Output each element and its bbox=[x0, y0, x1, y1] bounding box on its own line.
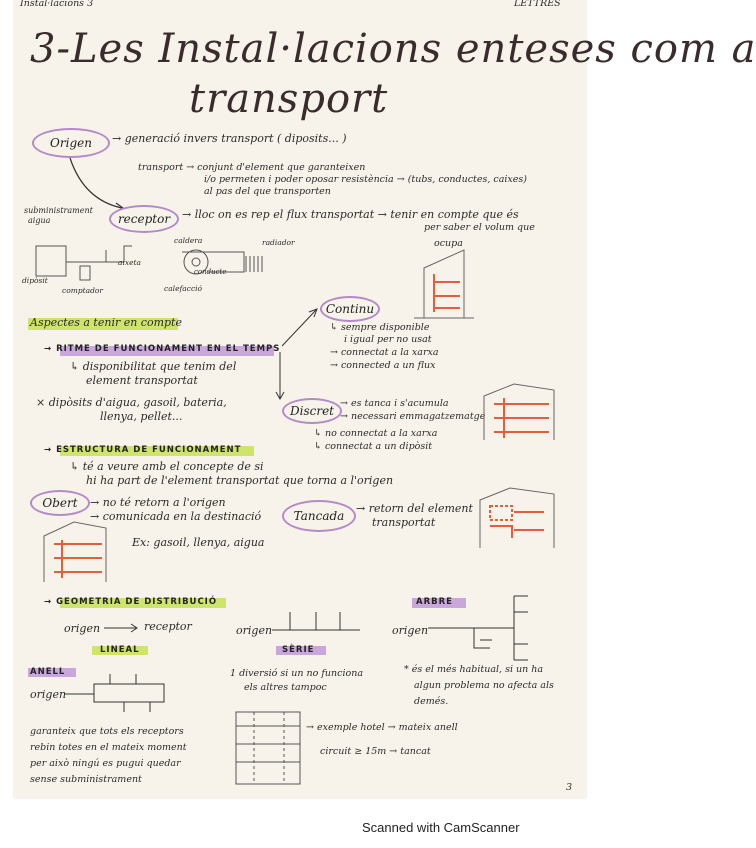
arbre-text-3: demés. bbox=[414, 696, 449, 707]
continu-line-1: ↳ sempre disponible bbox=[330, 322, 430, 333]
estructura-line-2: hi ha part de l'element transportat que … bbox=[86, 474, 394, 487]
anell-text-1: garanteix que tots els receptors bbox=[30, 726, 184, 737]
page-title-line-2: transport bbox=[189, 76, 389, 122]
lineal-origen: origen bbox=[64, 622, 101, 635]
receptor-text-2: per saber el volum que bbox=[424, 222, 535, 233]
aigua-label: aigua bbox=[28, 216, 51, 225]
arbre-highlight bbox=[412, 598, 466, 608]
discret-line-2: → necessari emmagatzematge bbox=[340, 411, 486, 422]
ritme-line-3: × dipòsits d'aigua, gasoil, bateria, bbox=[36, 396, 227, 409]
obert-line-2: → comunicada en la destinació bbox=[90, 510, 262, 523]
arbre-text-1: * és el més habitual, si un ha bbox=[404, 664, 544, 675]
geometria-highlight bbox=[60, 598, 226, 608]
serie-text-2: els altres tampoc bbox=[244, 682, 327, 693]
arbre-text-2: algun problema no afecta als bbox=[414, 680, 554, 691]
header-right: LETTRES bbox=[514, 0, 561, 9]
lineal-label: LINEAL bbox=[100, 645, 140, 655]
ritme-highlight bbox=[60, 346, 274, 356]
serie-diagram bbox=[272, 612, 360, 631]
serie-label: SÈRIE bbox=[282, 645, 315, 655]
arbre-label: ARBRE bbox=[416, 597, 453, 607]
obert-oval: Obert bbox=[30, 490, 90, 516]
discret-line-4: ↳ connectat a un dipòsit bbox=[314, 441, 433, 452]
building-stack-sketch bbox=[235, 711, 301, 785]
tancat-line-2: transportat bbox=[372, 516, 436, 529]
origen-label: Origen bbox=[50, 136, 92, 150]
page-number: 3 bbox=[566, 782, 573, 793]
ritme-line-2: element transportat bbox=[86, 374, 198, 387]
continu-line-2: i igual per no usat bbox=[344, 334, 432, 345]
geometria-heading: → GEOMETRIA DE DISTRIBUCIÓ bbox=[44, 597, 218, 607]
estructura-line-1: ↳ té a veure amb el concepte de si bbox=[70, 460, 264, 473]
estructura-highlight bbox=[60, 446, 254, 456]
serie-origen: origen bbox=[236, 624, 273, 637]
header-left: Instal·lacions 3 bbox=[20, 0, 94, 9]
anell-label: ANELL bbox=[30, 667, 66, 677]
aspectes-highlight bbox=[28, 318, 178, 330]
conducte-label: conducte bbox=[194, 268, 227, 276]
continu-oval: Continu bbox=[320, 296, 380, 322]
discret-label: Discret bbox=[290, 404, 334, 418]
obert-example: Ex: gasoil, llenya, aigua bbox=[132, 536, 265, 549]
heating-sketch bbox=[182, 249, 263, 275]
anell-diagram bbox=[64, 674, 165, 712]
arbre-origen: origen bbox=[392, 624, 429, 637]
radiador-label: radiador bbox=[262, 238, 295, 247]
continu-label: Continu bbox=[325, 302, 375, 316]
receptor-text-3: ocupa bbox=[434, 238, 463, 249]
house-sketch-obert bbox=[43, 521, 107, 582]
anell-text-3: per això ningú es pugui quedar bbox=[30, 758, 181, 769]
lineal-arrow bbox=[104, 623, 138, 633]
aixeta-label: aixeta bbox=[118, 258, 142, 267]
ritme-branch-arrows bbox=[275, 308, 318, 401]
anell-highlight bbox=[28, 668, 76, 677]
ritme-line-4: llenya, pellet... bbox=[100, 410, 183, 423]
notebook-page: Instal·lacions 3 LETTRES 3-Les Instal·la… bbox=[14, 0, 755, 798]
discret-line-3: ↳ no connectat a la xarxa bbox=[314, 428, 438, 439]
ritme-line-1: ↳ disponibilitat que tenim del bbox=[70, 360, 237, 373]
aspectes-heading: Aspectes a tenir en compte bbox=[30, 316, 182, 329]
estructura-heading: → ESTRUCTURA DE FUNCIONAMENT bbox=[44, 445, 242, 455]
arbre-diagram bbox=[428, 595, 528, 661]
origen-text: → generació invers transport ( diposits.… bbox=[112, 132, 347, 145]
house-sketch-tancat bbox=[479, 487, 555, 548]
obert-line-1: → no té retorn a l'origen bbox=[90, 496, 226, 509]
tancat-oval: Tancada bbox=[282, 500, 356, 532]
caldera-label: caldera bbox=[174, 236, 203, 245]
lineal-receptor: receptor bbox=[144, 620, 192, 633]
house-sketch-middle bbox=[483, 383, 555, 440]
serie-text-1: 1 diversió si un no funciona bbox=[230, 668, 364, 679]
lineal-highlight bbox=[92, 646, 148, 655]
calefaccio-label: calefacció bbox=[164, 284, 203, 293]
serie-highlight bbox=[276, 646, 326, 655]
discret-line-1: → es tanca i s'acumula bbox=[340, 398, 449, 409]
diposit-label: dipòsit bbox=[22, 276, 48, 285]
obert-label: Obert bbox=[42, 496, 78, 510]
transport-line-3: al pas del que transporten bbox=[204, 186, 331, 197]
water-supply-sketch bbox=[35, 245, 132, 281]
receptor-oval: receptor bbox=[109, 205, 179, 233]
camscanner-footer: Scanned with CamScanner bbox=[362, 820, 520, 835]
building-note-2: circuit ≥ 15m → tancat bbox=[320, 746, 431, 757]
transport-line-1: transport → conjunt d'element que garant… bbox=[138, 162, 366, 173]
house-sketch-top bbox=[414, 249, 474, 319]
discret-oval: Discret bbox=[282, 398, 342, 424]
receptor-text-1: → lloc on es rep el flux transportat → t… bbox=[182, 208, 519, 221]
anell-text-2: rebin totes en el mateix moment bbox=[30, 742, 187, 753]
receptor-label: receptor bbox=[117, 212, 171, 226]
page-title-line-1: 3-Les Instal·lacions enteses com a bbox=[30, 26, 756, 72]
continu-line-3: → connectat a la xarxa bbox=[330, 347, 439, 358]
anell-text-4: sense subministrament bbox=[30, 774, 142, 785]
subministrament-label: subministrament bbox=[24, 206, 93, 215]
ritme-heading: → RITME DE FUNCIONAMENT EN EL TEMPS bbox=[44, 344, 281, 354]
comptador-label-1: comptador bbox=[62, 286, 104, 295]
transport-line-2: i/o permeten i poder oposar resistència … bbox=[204, 174, 527, 185]
tancat-line-1: → retorn del element bbox=[356, 502, 473, 515]
anell-origen: origen bbox=[30, 688, 67, 701]
continu-line-4: → connected a un flux bbox=[330, 360, 436, 371]
origen-oval: Origen bbox=[32, 128, 110, 158]
tancat-label: Tancada bbox=[293, 509, 345, 523]
building-note-1: → exemple hotel → mateix anell bbox=[306, 722, 458, 733]
